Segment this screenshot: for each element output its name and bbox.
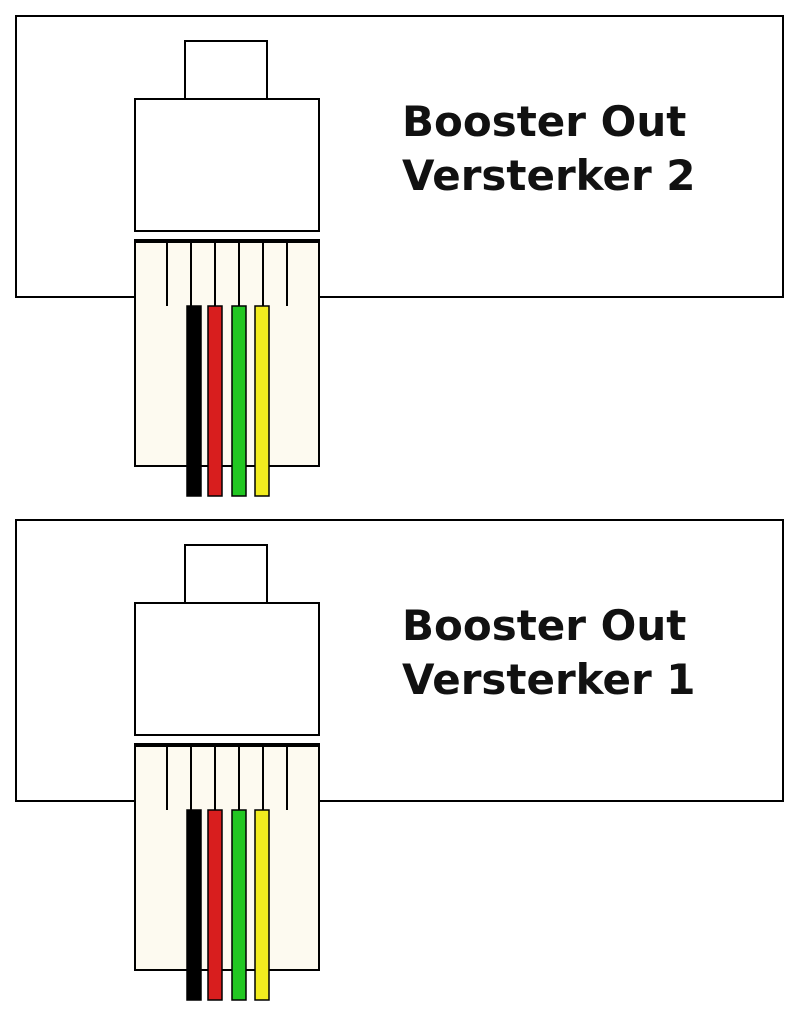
booster-panel-versterker-2: Booster Out Versterker 2 — [15, 15, 784, 497]
plug-contact-strip — [135, 743, 319, 747]
booster-panel-versterker-1: Booster Out Versterker 1 — [15, 519, 784, 1001]
plug-contact-strip — [135, 239, 319, 243]
plug-latch — [184, 544, 268, 604]
plug-contact-pins — [166, 747, 288, 810]
wire-green — [231, 305, 247, 497]
wire-black — [186, 809, 202, 1001]
plug-contact-pins — [166, 243, 288, 306]
plug-wires — [186, 305, 270, 497]
plug-contact-area — [134, 743, 320, 971]
panel-title-line1: Booster Out — [402, 601, 686, 650]
wire-yellow — [254, 305, 270, 497]
rj-plug — [134, 40, 320, 497]
plug-body — [134, 602, 320, 736]
panel-title-line2: Versterker 2 — [402, 151, 696, 200]
wire-yellow — [254, 809, 270, 1001]
rj-plug — [134, 544, 320, 1001]
plug-wires — [186, 809, 270, 1001]
plug-body — [134, 98, 320, 232]
plug-latch — [184, 40, 268, 100]
wire-black — [186, 305, 202, 497]
panel-title-line2: Versterker 1 — [402, 655, 696, 704]
wire-red — [207, 809, 223, 1001]
plug-contact-area — [134, 239, 320, 467]
wire-red — [207, 305, 223, 497]
wire-green — [231, 809, 247, 1001]
panel-title-line1: Booster Out — [402, 97, 686, 146]
